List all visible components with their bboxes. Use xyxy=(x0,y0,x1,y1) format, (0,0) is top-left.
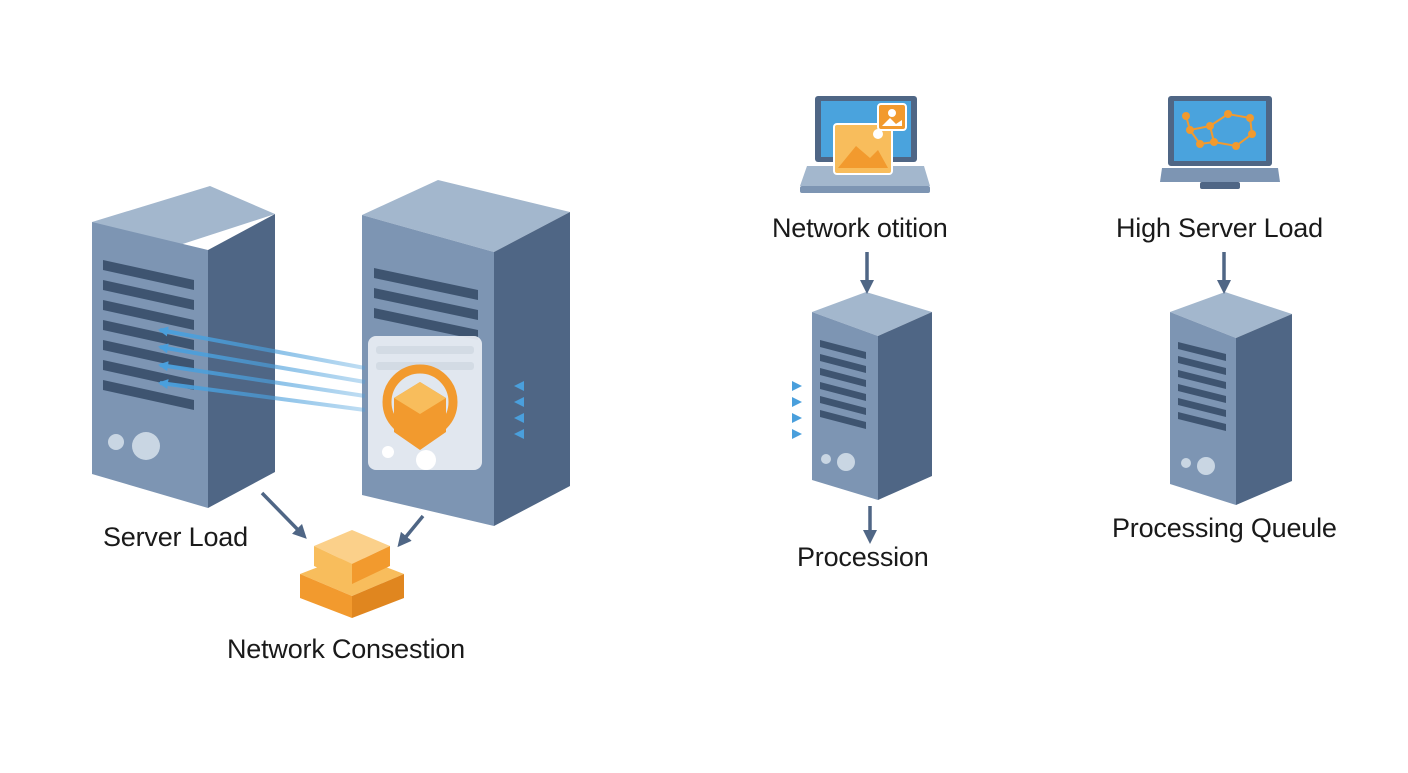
label-network-partition: Network otition xyxy=(772,213,948,243)
server-icon xyxy=(1170,292,1292,505)
laptop-image-icon xyxy=(800,96,930,193)
label-high-server-load: High Server Load xyxy=(1116,213,1323,243)
label-processing-queue: Processing Queule xyxy=(1112,513,1337,543)
label-network-congestion: Network Consestion xyxy=(227,634,466,664)
flow-arrows-right xyxy=(950,381,1194,439)
flow-arrows-left xyxy=(158,326,366,412)
lock-icon xyxy=(368,336,482,470)
label-server-load: Server Load xyxy=(103,522,248,552)
laptop-network-icon xyxy=(1160,96,1280,189)
label-procession: Procession xyxy=(797,542,929,572)
server-icon xyxy=(812,292,932,500)
flow-arrows-middle xyxy=(514,381,802,439)
package-icon xyxy=(300,530,404,618)
dark-arrows xyxy=(260,252,1231,548)
